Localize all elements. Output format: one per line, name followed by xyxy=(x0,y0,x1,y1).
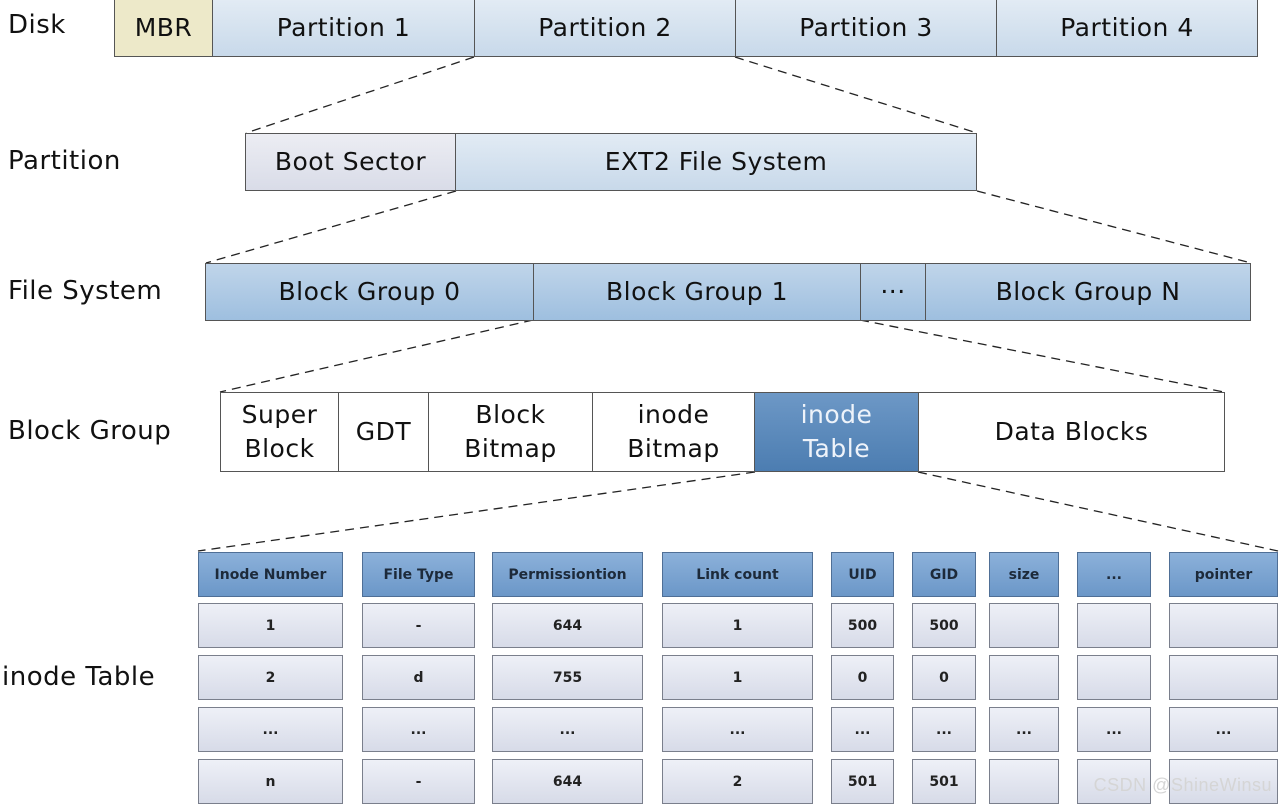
inode-cell-r2-gid: 0 xyxy=(912,655,976,700)
partition-row: Boot Sector EXT2 File System xyxy=(245,133,977,191)
inode-cell-r4-link-count: 2 xyxy=(662,759,813,804)
watermark-text: CSDN @ShineWinsu xyxy=(1093,775,1272,795)
level-label-inode-table: inode Table xyxy=(2,662,156,692)
filesystem-cell-block-group-1: Block Group 1 xyxy=(533,263,861,321)
inode-cell-r4-ellipsis xyxy=(1077,759,1151,804)
inode-header-size: size xyxy=(989,552,1059,597)
inode-cell-r1-size xyxy=(989,603,1059,648)
partition-cell-boot-sector: Boot Sector xyxy=(245,133,456,191)
blockgroup-cell-super-block: Super Block xyxy=(220,392,339,472)
inode-header-permission: Permissiontion xyxy=(492,552,643,597)
filesystem-cell-block-group-0: Block Group 0 xyxy=(205,263,534,321)
blockgroup-cell-inode-bitmap: inode Bitmap xyxy=(592,392,755,472)
inode-cell-r2-permission: 755 xyxy=(492,655,643,700)
level-label-partition: Partition xyxy=(8,146,121,176)
inode-cell-r4-inode-number: n xyxy=(198,759,343,804)
inode-cell-r2-pointer xyxy=(1169,655,1278,700)
inode-header-ellipsis: ... xyxy=(1077,552,1151,597)
inode-header-file-type: File Type xyxy=(362,552,475,597)
inode-cell-r4-gid: 501 xyxy=(912,759,976,804)
filesystem-cell-ellipsis: ··· xyxy=(860,263,926,321)
inode-cell-r4-pointer xyxy=(1169,759,1278,804)
level-label-file-system: File System xyxy=(8,276,163,306)
level-label-disk: Disk xyxy=(8,10,66,40)
inode-header-gid: GID xyxy=(912,552,976,597)
disk-cell-partition-2: Partition 2 xyxy=(474,0,736,57)
inode-header-link-count: Link count xyxy=(662,552,813,597)
inode-cell-r3-inode-number: ... xyxy=(198,707,343,752)
blockgroup-cell-data-blocks: Data Blocks xyxy=(918,392,1225,472)
inode-cell-r2-file-type: d xyxy=(362,655,475,700)
inode-cell-r4-size xyxy=(989,759,1059,804)
inode-cell-r4-permission: 644 xyxy=(492,759,643,804)
blockgroup-cell-block-bitmap: Block Bitmap xyxy=(428,392,593,472)
level-label-block-group: Block Group xyxy=(8,416,172,446)
inode-cell-r2-link-count: 1 xyxy=(662,655,813,700)
disk-cell-mbr: MBR xyxy=(114,0,213,57)
inode-cell-r1-permission: 644 xyxy=(492,603,643,648)
inode-cell-r4-file-type: - xyxy=(362,759,475,804)
inode-header-uid: UID xyxy=(831,552,894,597)
inode-cell-r2-size xyxy=(989,655,1059,700)
inode-cell-r3-gid: ... xyxy=(912,707,976,752)
inode-cell-r2-inode-number: 2 xyxy=(198,655,343,700)
inode-header-inode-number: Inode Number xyxy=(198,552,343,597)
inode-cell-r3-file-type: ... xyxy=(362,707,475,752)
inode-cell-r3-uid: ... xyxy=(831,707,894,752)
filesystem-row: Block Group 0 Block Group 1 ··· Block Gr… xyxy=(205,263,1251,321)
partition-cell-ext2: EXT2 File System xyxy=(455,133,977,191)
inode-cell-r2-ellipsis xyxy=(1077,655,1151,700)
inode-cell-r1-gid: 500 xyxy=(912,603,976,648)
disk-cell-partition-4: Partition 4 xyxy=(996,0,1258,57)
inode-cell-r1-pointer xyxy=(1169,603,1278,648)
inode-cell-r3-link-count: ... xyxy=(662,707,813,752)
blockgroup-row: Super Block GDT Block Bitmap inode Bitma… xyxy=(220,392,1225,472)
inode-cell-r1-ellipsis xyxy=(1077,603,1151,648)
disk-cell-partition-1: Partition 1 xyxy=(212,0,475,57)
filesystem-cell-block-group-n: Block Group N xyxy=(925,263,1251,321)
disk-row: MBR Partition 1 Partition 2 Partition 3 … xyxy=(114,0,1258,57)
inode-cell-r1-file-type: - xyxy=(362,603,475,648)
blockgroup-cell-gdt: GDT xyxy=(338,392,429,472)
inode-cell-r4-uid: 501 xyxy=(831,759,894,804)
blockgroup-cell-inode-table: inode Table xyxy=(754,392,919,472)
inode-cell-r1-inode-number: 1 xyxy=(198,603,343,648)
inode-header-pointer: pointer xyxy=(1169,552,1278,597)
inode-cell-r1-uid: 500 xyxy=(831,603,894,648)
inode-cell-r3-pointer: ... xyxy=(1169,707,1278,752)
inode-cell-r3-permission: ... xyxy=(492,707,643,752)
disk-cell-partition-3: Partition 3 xyxy=(735,0,997,57)
inode-cell-r1-link-count: 1 xyxy=(662,603,813,648)
inode-cell-r3-size: ... xyxy=(989,707,1059,752)
inode-cell-r2-uid: 0 xyxy=(831,655,894,700)
inode-cell-r3-ellipsis: ... xyxy=(1077,707,1151,752)
